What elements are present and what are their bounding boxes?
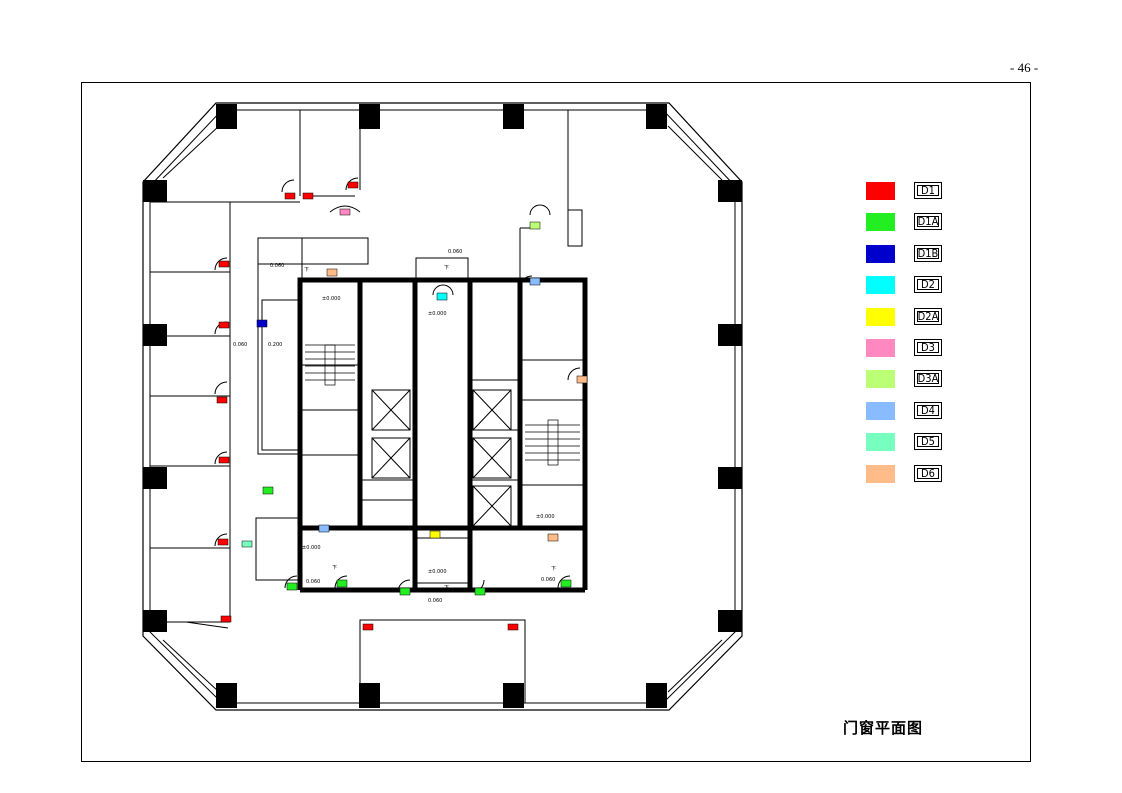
drawing-frame <box>81 82 1031 762</box>
legend-item: D2A <box>866 307 956 339</box>
legend-code: D1 <box>914 182 942 199</box>
legend-item: D5 <box>866 433 956 464</box>
elev-label: ±0.000 <box>302 545 321 551</box>
legend-item: D2 <box>866 276 956 307</box>
legend-code: D3 <box>914 338 942 356</box>
down-mark: 下 <box>304 267 309 273</box>
legend-code: D2A <box>914 307 942 325</box>
inner-wall <box>149 109 736 704</box>
elev-label: ±0.000 <box>536 514 555 520</box>
elev-label: 0.060 <box>233 342 247 348</box>
columns <box>143 104 742 708</box>
elevation-markers: 0.060 ±0.000 0.060 ±0.000 0.060 0.200 ±0… <box>233 249 556 604</box>
stair-right <box>525 419 580 466</box>
core-walls <box>297 277 588 593</box>
legend-item: D1B <box>866 244 956 276</box>
elev-label: 0.060 <box>541 577 555 583</box>
legend-code: D1B <box>914 244 942 262</box>
legend-code: D2 <box>914 276 942 294</box>
legend-swatch <box>866 433 895 452</box>
legend-swatch <box>866 370 895 389</box>
outer-wall <box>142 102 743 711</box>
legend-swatch <box>866 276 895 295</box>
legend-swatch <box>866 464 895 483</box>
legend-item: D1A <box>866 213 956 244</box>
legend-item: D3A <box>866 370 956 401</box>
legend-code: D3A <box>914 370 942 388</box>
legend-code: D6 <box>914 464 942 482</box>
door-tags <box>216 181 588 631</box>
stair-left <box>305 344 355 386</box>
legend-code: D4 <box>914 401 942 419</box>
elev-label: ±0.000 <box>428 569 447 575</box>
legend-swatch <box>866 338 895 357</box>
elev-label: 0.200 <box>268 342 282 348</box>
elev-label: ±0.000 <box>322 296 341 302</box>
legend-swatch <box>866 401 895 420</box>
legend-item: D3 <box>866 338 956 370</box>
page-number: - 46 - <box>1010 60 1039 75</box>
legend-swatch <box>866 307 895 326</box>
elev-label: 0.060 <box>270 263 284 269</box>
legend-item: D6 <box>866 464 956 496</box>
down-mark: 下 <box>551 566 556 572</box>
legend-swatch <box>866 182 895 200</box>
elev-label: 0.060 <box>428 598 442 604</box>
elev-label: ±0.000 <box>428 311 447 317</box>
legend-code: D1A <box>914 213 942 231</box>
down-mark: 下 <box>444 585 449 591</box>
drawing-title: 门窗平面图 <box>843 719 924 737</box>
elev-label: 0.060 <box>448 249 462 255</box>
legend-code: D5 <box>914 433 942 451</box>
elevators <box>371 389 512 527</box>
elev-label: 0.060 <box>306 579 320 585</box>
legend-swatch <box>866 213 895 232</box>
legend-item: D1 <box>866 182 956 213</box>
down-mark: 下 <box>444 265 449 271</box>
down-mark: 下 <box>332 565 337 571</box>
legend-swatch <box>866 244 895 263</box>
legend-item: D4 <box>866 401 956 433</box>
